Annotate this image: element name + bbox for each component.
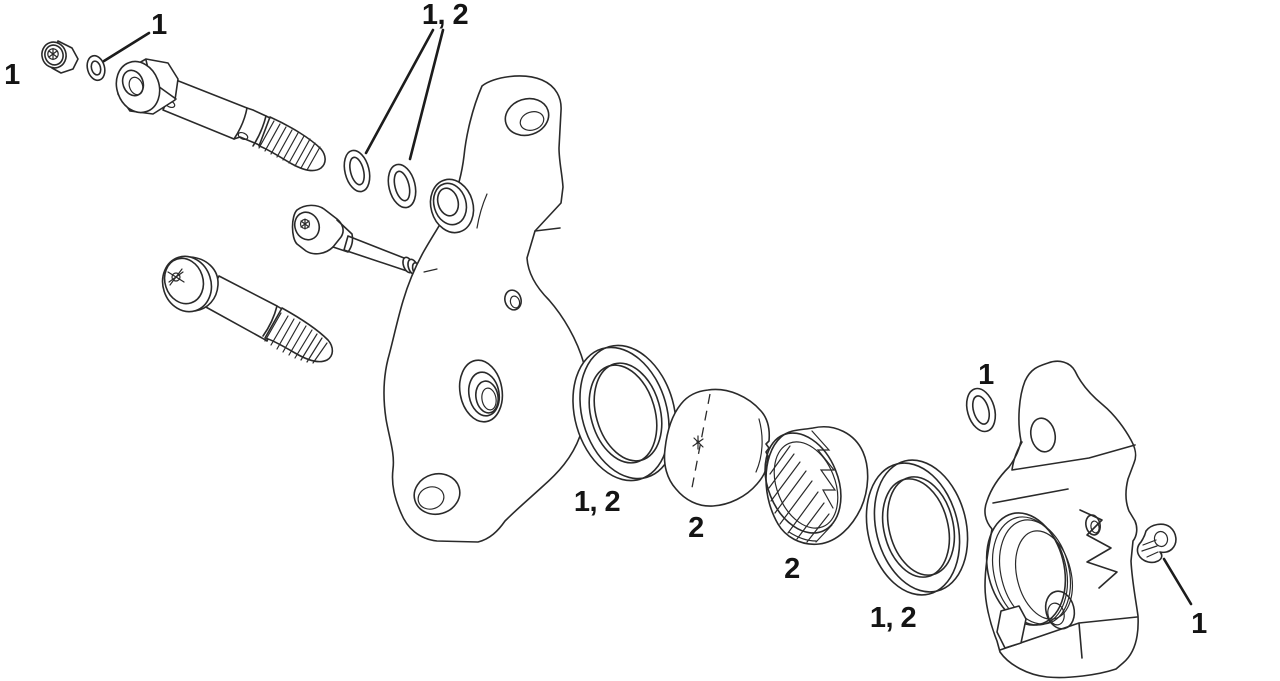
callout-small-o-ring: 1 <box>978 359 994 391</box>
leader-o-ring-1 <box>364 28 435 155</box>
thread-lines <box>258 120 321 171</box>
callout-bore-seal-right: 1, 2 <box>870 602 916 634</box>
ear-hole-top <box>504 97 550 137</box>
leader-banjo-washer <box>102 31 151 63</box>
leader-o-ring-2 <box>408 28 445 161</box>
center-mark-icon <box>692 435 704 450</box>
callout-piston-flat: 2 <box>688 512 704 544</box>
caliper-half-inner <box>383 75 589 543</box>
piston-flat <box>663 388 771 507</box>
mounting-bolt <box>161 255 334 364</box>
ear-hole-bottom <box>413 472 461 516</box>
small-o-ring <box>965 387 997 433</box>
banjo-nut <box>41 40 79 74</box>
banjo-o-rings <box>343 149 417 209</box>
callout-banjo-nut: 1 <box>4 59 20 91</box>
pad-spring-cutout <box>1079 509 1118 589</box>
center-bore-boss <box>458 359 504 423</box>
torx-socket-icon <box>299 218 311 230</box>
torx-socket-icon <box>47 47 59 61</box>
callout-retaining-clip: 1 <box>1191 608 1207 640</box>
leader-lines <box>102 28 1193 606</box>
thread-lines <box>264 312 328 364</box>
pin-hole <box>504 289 522 311</box>
callout-banjo-o-rings: 1, 2 <box>422 0 468 31</box>
left-tab <box>996 605 1027 649</box>
ear-hole <box>1029 417 1057 453</box>
leader-clip <box>1162 557 1193 606</box>
bore-seal-left <box>572 344 677 482</box>
banjo-bolt <box>115 58 326 172</box>
banjo-washer <box>86 54 106 82</box>
caliper-half-outer <box>984 360 1139 679</box>
callout-bore-seal-left: 1, 2 <box>574 486 620 518</box>
banjo-port-boss <box>429 178 475 234</box>
callout-banjo-washer: 1 <box>151 9 167 41</box>
piston-bore <box>985 512 1073 626</box>
piston-ribbed <box>764 426 869 546</box>
bleed-screw <box>291 204 423 278</box>
callout-labels: 1 1 1, 2 1, 2 2 2 1, 2 1 1 <box>4 0 1208 640</box>
callout-piston-ribbed: 2 <box>784 553 800 585</box>
retaining-clip <box>1136 523 1177 564</box>
rib-hatch-lines <box>768 445 833 543</box>
castellated-edge <box>811 430 837 509</box>
bore-seal-right <box>865 459 969 596</box>
torx-socket-icon <box>167 268 185 286</box>
